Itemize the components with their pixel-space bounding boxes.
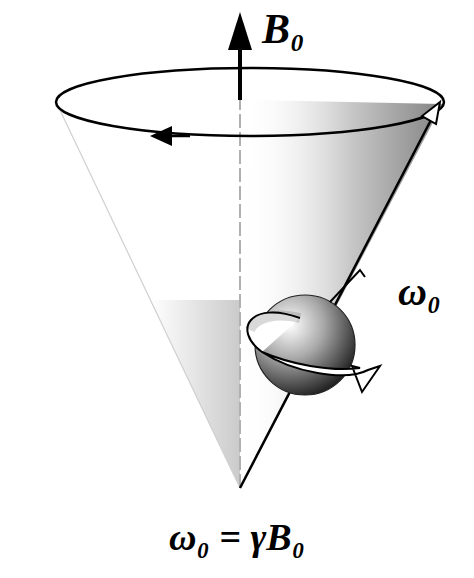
axis-line [239,100,241,488]
frequency-label: ω₀ [398,272,441,312]
cone-edge [58,106,240,488]
cone-edge [240,104,442,488]
rotation-arrow [250,316,300,330]
larmor-equation: ω₀ = γB₀ [169,518,305,556]
field-label: B₀ [262,8,305,50]
orbit-arrowhead [150,126,172,146]
field-arrowhead [228,12,252,50]
cone-shade [240,100,442,488]
spin-arrowhead [422,102,440,124]
rotation-arrow [247,312,380,392]
spin-vector [330,270,365,302]
field-arrow [238,48,242,100]
precession-orbit [56,68,444,136]
spin-sphere [255,295,355,395]
